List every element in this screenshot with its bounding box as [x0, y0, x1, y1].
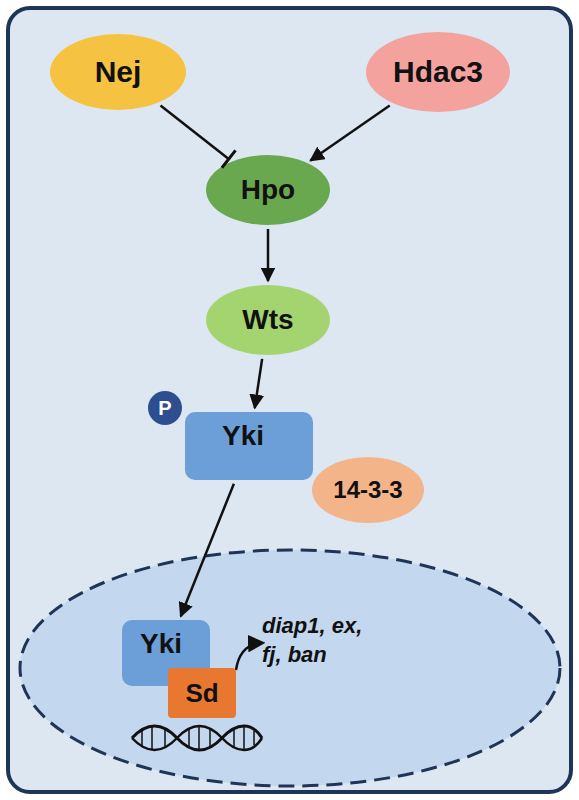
node-label: Sd: [185, 678, 218, 709]
transcription-arrow: [236, 643, 262, 670]
cell-frame: [8, 8, 571, 792]
inhibition-edge: [161, 105, 236, 167]
nucleus: [20, 550, 560, 786]
dna-helix: [132, 726, 262, 750]
protein-box: Yki: [185, 412, 313, 480]
node-label: Hdac3: [393, 55, 483, 89]
activation-arrow: [268, 229, 269, 281]
protein-ellipse: P: [148, 391, 182, 425]
node-label: 14-3-3: [333, 476, 402, 504]
protein-ellipse: Wts: [206, 285, 330, 355]
node-label: Nej: [95, 55, 142, 89]
activation-arrow: [181, 484, 234, 617]
node-label: Wts: [242, 304, 293, 336]
target-genes: diap1, ex, fj, ban: [262, 612, 380, 669]
node-label: Hpo: [241, 174, 295, 206]
activation-arrow: [255, 359, 262, 408]
activation-arrow: [310, 106, 389, 161]
node-label: Yki: [140, 628, 182, 660]
protein-ellipse: Nej: [50, 34, 186, 110]
node-label: Yki: [222, 420, 264, 452]
protein-ellipse: Hdac3: [366, 32, 510, 112]
node-label: P: [158, 397, 171, 420]
protein-ellipse: Hpo: [206, 155, 330, 225]
protein-ellipse: 14-3-3: [312, 457, 424, 523]
protein-box: Sd: [168, 668, 236, 718]
